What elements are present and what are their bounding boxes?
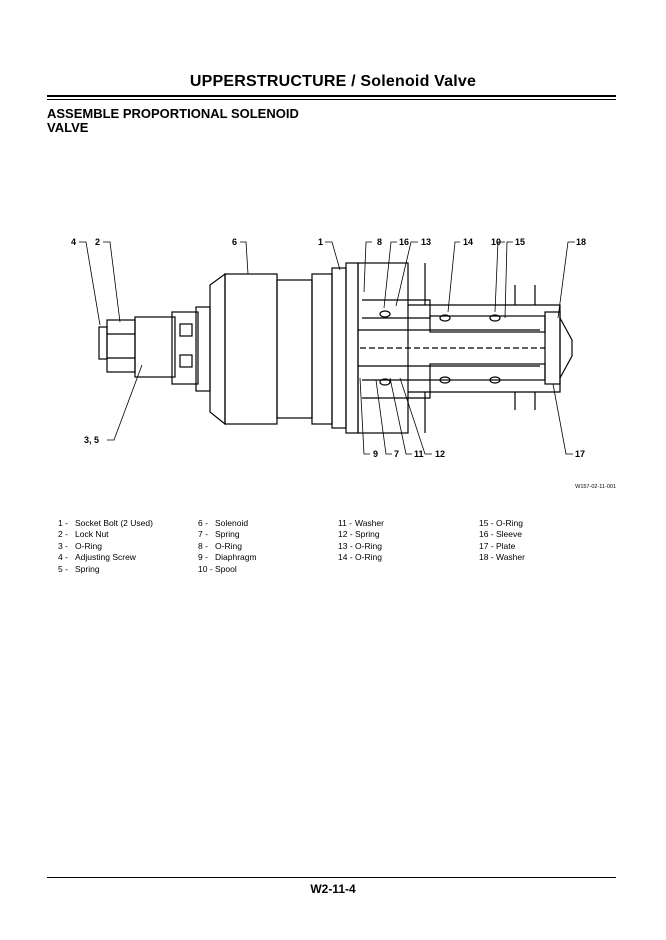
sleeve-shape	[544, 311, 561, 385]
callout-14: 14	[463, 237, 473, 247]
callout-18: 18	[576, 237, 586, 247]
plate-shape	[345, 262, 359, 434]
legend-item-number: 2 -	[58, 529, 68, 540]
callout-2: 2	[95, 237, 100, 247]
legend-item-label: Spool	[215, 563, 237, 574]
legend-item-number: 12 -	[338, 529, 353, 540]
page-number: W2-11-4	[310, 882, 356, 896]
callout-1: 1	[318, 237, 323, 247]
legend-item-label: Spring	[355, 529, 380, 540]
legend-item-number: 9 -	[198, 552, 208, 563]
legend-item: 8 - O-Ring	[198, 541, 257, 552]
solenoid-valve-diagram: 4 2 6 1 8 16 13 14 10 15 18 3, 5 9 7 11 …	[71, 237, 586, 459]
callout-15: 15	[515, 237, 525, 247]
header-rule-thin	[47, 99, 616, 100]
legend-item-label: O-Ring	[355, 540, 382, 551]
legend-item: 6 - Solenoid	[198, 518, 257, 529]
legend-item: 17 -Plate	[479, 541, 525, 552]
legend-item-number: 1 -	[58, 518, 68, 528]
washer-shape	[559, 317, 573, 379]
section-title-line-1: ASSEMBLE PROPORTIONAL SOLENOID	[47, 106, 299, 121]
solenoid-shape	[224, 273, 278, 425]
lock-nut-shape	[106, 319, 136, 373]
legend-item-label: Adjusting Screw	[75, 552, 136, 563]
legend-item-number: 3 -	[58, 540, 68, 551]
section-title-line-2: VALVE	[47, 120, 89, 135]
callout-11: 11	[414, 449, 424, 459]
legend-item: 10 -Spool	[198, 564, 257, 575]
legend-item: 11 -Washer	[338, 518, 384, 529]
legend-item-label: Washer	[496, 552, 525, 563]
legend-item: 7 - Spring	[198, 529, 257, 540]
legend-item-number: 13 -	[338, 540, 353, 551]
legend-item: 9 - Diaphragm	[198, 552, 257, 563]
legend-item: 12 -Spring	[338, 529, 384, 540]
legend-item: 14 -O-Ring	[338, 552, 384, 563]
legend-item-number: 17 -	[479, 540, 494, 551]
legend-item-number: 14 -	[338, 552, 353, 563]
callout-6: 6	[232, 237, 237, 247]
header-rule-thick	[47, 95, 616, 97]
section-title: ASSEMBLE PROPORTIONAL SOLENOID VALVE	[47, 107, 347, 135]
legend-item-label: Socket Bolt (2 Used)	[75, 518, 153, 528]
callout-9: 9	[373, 449, 378, 459]
legend-item-number: 5 -	[58, 563, 68, 574]
legend-item-number: 15 -	[479, 518, 494, 528]
callout-17: 17	[575, 449, 585, 459]
connector-plug-shape	[171, 311, 199, 385]
callout-16: 16	[399, 237, 409, 247]
adjusting-screw-shape	[98, 326, 108, 360]
legend-item: 1 - Socket Bolt (2 Used)	[58, 518, 153, 529]
solenoid-flange-shape	[209, 272, 226, 426]
legend-item-number: 6 -	[198, 518, 208, 528]
legend-item-label: Spring	[215, 529, 240, 540]
legend-item: 16 -Sleeve	[479, 529, 525, 540]
legend-column-1: 1 - Socket Bolt (2 Used) 2 - Lock Nut 3 - O-R…	[58, 518, 153, 575]
legend-item-label: O-Ring	[215, 540, 242, 551]
figure-id: W157-02-11-001	[575, 484, 616, 490]
legend-item-label: Washer	[355, 518, 384, 528]
callout-12: 12	[435, 449, 445, 459]
legend-item: 15 -O-Ring	[479, 518, 525, 529]
legend-item-number: 7 -	[198, 529, 208, 540]
legend-column-2: 6 - Solenoid 7 - Spring 8 - O-Ring 9 - Diaphrag…	[198, 518, 257, 575]
callout-4: 4	[71, 237, 76, 247]
legend-item: 5 - Spring	[58, 564, 153, 575]
legend-item-number: 8 -	[198, 540, 208, 551]
legend-item-label: Diaphragm	[215, 552, 257, 563]
legend-item-number: 11 -	[338, 518, 353, 528]
legend-item: 3 - O-Ring	[58, 541, 153, 552]
callout-7: 7	[394, 449, 399, 459]
legend-item-label: Solenoid	[215, 518, 249, 528]
legend-item-label: Sleeve	[496, 529, 522, 540]
connector-body-shape	[134, 316, 176, 378]
callout-3-5: 3, 5	[84, 435, 99, 445]
legend-item-label: O-Ring	[75, 540, 102, 551]
callout-13: 13	[421, 237, 431, 247]
legend-item: 13 -O-Ring	[338, 541, 384, 552]
legend-item-label: O-Ring	[496, 518, 523, 528]
legend-item-label: O-Ring	[355, 552, 382, 563]
legend-item: 18 -Washer	[479, 552, 525, 563]
legend-item-number: 10 -	[198, 563, 213, 574]
page-header-title: UPPERSTRUCTURE / Solenoid Valve	[189, 73, 477, 90]
legend-item-number: 18 -	[479, 552, 494, 563]
footer-rule	[47, 877, 616, 878]
legend-item-label: Plate	[496, 540, 516, 551]
legend-item-label: Spring	[75, 563, 100, 574]
legend-item-label: Lock Nut	[75, 529, 109, 540]
legend-item-number: 16 -	[479, 529, 494, 540]
callout-10: 10	[491, 237, 501, 247]
legend-item-number: 4 -	[58, 552, 68, 563]
legend-item: 4 - Adjusting Screw	[58, 552, 153, 563]
callout-8: 8	[377, 237, 382, 247]
legend-item: 2 - Lock Nut	[58, 529, 153, 540]
